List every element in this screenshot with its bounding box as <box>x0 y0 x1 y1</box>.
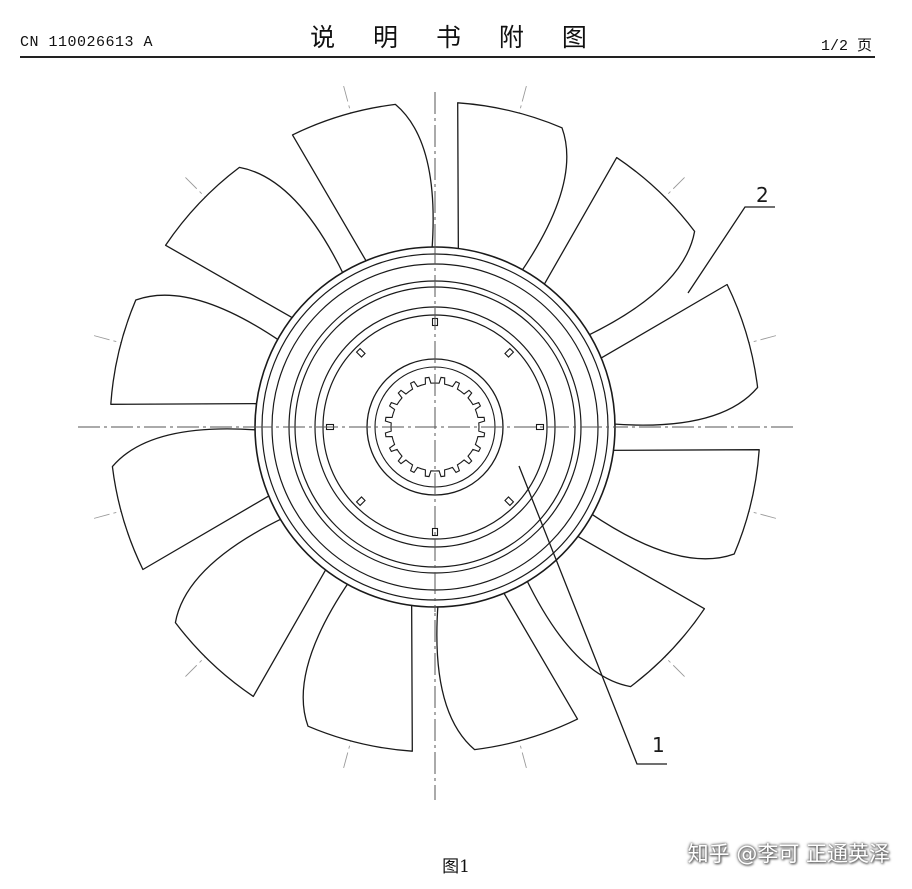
fan-blades <box>110 102 760 752</box>
fan-hub <box>250 242 620 612</box>
watermark-text: 知乎 @李可 正通英泽 <box>687 842 890 866</box>
figure-caption: 图1 <box>442 857 470 877</box>
leader-lines <box>518 206 775 765</box>
leader-line-1 <box>518 465 667 765</box>
fan-blade <box>588 449 760 560</box>
page-number: 1/2 页 <box>820 38 872 55</box>
fan-blade <box>164 166 345 325</box>
fan-blade <box>436 582 579 751</box>
publication-number: CN 110026613 A <box>20 34 154 51</box>
fan-blade <box>302 580 413 752</box>
fan-blade <box>111 428 280 571</box>
part-label-1: 1 <box>652 733 665 757</box>
bolt-hole <box>355 347 366 358</box>
fan-blade <box>590 283 759 426</box>
fan-blade <box>110 294 282 405</box>
fan-blade <box>457 102 568 274</box>
fan-blade <box>537 156 696 337</box>
leader-line-2 <box>687 206 775 294</box>
bolt-hole <box>504 496 515 507</box>
fan-blade <box>174 517 333 698</box>
fan-blade <box>291 103 434 272</box>
page-title: 说 明 书 附 图 <box>310 23 602 52</box>
fan-blade <box>525 529 706 688</box>
part-label-2: 2 <box>756 183 769 207</box>
page-header: CN 110026613 A 说 明 书 附 图 1/2 页 <box>0 0 912 60</box>
header-divider <box>20 56 875 58</box>
fan-drawing: 1 2 <box>78 83 795 800</box>
bolt-hole <box>355 496 366 507</box>
bolt-hole <box>504 347 515 358</box>
